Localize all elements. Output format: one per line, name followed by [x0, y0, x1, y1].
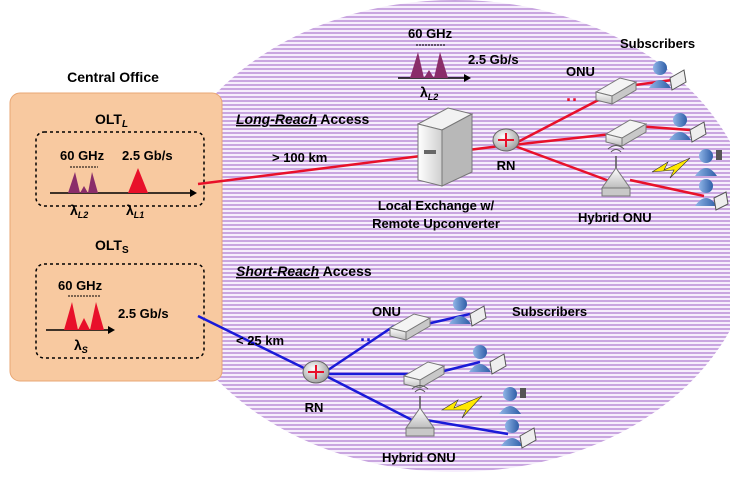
olt-long-lambda-l2: λL2: [70, 202, 88, 220]
lr-sub-3: [629, 178, 705, 198]
olt-long-rate: 2.5 Gb/s: [122, 148, 173, 163]
lr-onu-1-icon: [594, 77, 638, 105]
lr-spectrum-rate: 2.5 Gb/s: [468, 52, 519, 67]
lr-branch-onu2: [511, 132, 613, 147]
olt-short-box: [35, 263, 205, 359]
central-office-title: Central Office: [67, 69, 159, 85]
olt-short-peaks: [64, 302, 104, 330]
local-exchange-server-icon: [416, 107, 474, 187]
central-office-box: [9, 92, 223, 382]
olt-long-box: [35, 131, 205, 207]
short-reach-title: Short-Reach Access: [236, 263, 372, 279]
sr-hybrid-onu-icon: [405, 385, 435, 437]
lr-wireless-bolt-icon: [651, 157, 691, 179]
lr-subscriber-2-icon: [669, 113, 707, 143]
exchange-label-line1: Local Exchange w/: [378, 198, 495, 213]
olt-long-axis-arrow-icon: [190, 189, 197, 197]
lr-spectrum-peaks: [410, 52, 448, 78]
lr-spectrum-axis-arrow-icon: [464, 74, 471, 82]
rn-long-router-icon: [492, 128, 520, 152]
lr-hybrid-onu-icon: [601, 145, 631, 197]
olt-long-lambda-l1: λL1: [126, 202, 144, 220]
olt-long-peak-l2: [68, 172, 98, 193]
olt-short-axis-arrow-icon: [108, 326, 115, 334]
rn-short-router-icon: [302, 360, 330, 384]
olt-short-lambda: λS: [74, 337, 88, 355]
lr-subscriber-1-icon: [649, 61, 687, 91]
lr-onu-2-icon: [604, 119, 648, 147]
sr-subscribers-label: Subscribers: [512, 304, 587, 319]
olt-short-label: OLTS: [95, 237, 129, 256]
exchange-label-line2: Remote Upconverter: [372, 216, 500, 231]
sr-wireless-bolt-icon: [440, 395, 483, 419]
long-reach-title: Long-Reach Access: [236, 111, 370, 127]
short-reach-distance: < 25 km: [236, 333, 284, 348]
rn-long-label: RN: [497, 158, 516, 173]
sr-onu-dots: ··: [360, 330, 372, 350]
coverage-ellipse: [155, 0, 730, 472]
sr-onu-1-icon: [388, 313, 432, 341]
lr-onu-dots: ··: [566, 90, 578, 110]
sr-sub-3: [425, 418, 509, 436]
lr-subscribers-label: Subscribers: [620, 36, 695, 51]
lr-onu-label: ONU: [566, 64, 595, 79]
olt-long-peak-l1: [128, 168, 148, 193]
olt-short-rate: 2.5 Gb/s: [118, 306, 169, 321]
sr-subscriber-2-icon: [469, 345, 507, 375]
olt-short-freq: 60 GHz: [58, 278, 103, 293]
sr-subscriber-3-icon: [499, 387, 526, 414]
olt-long-freq: 60 GHz: [60, 148, 105, 163]
olt-long-label: OLTL: [95, 111, 128, 130]
lr-spectrum-freq: 60 GHz: [408, 26, 453, 41]
sr-hybrid-onu-label: Hybrid ONU: [382, 450, 456, 465]
sr-subscriber-1-icon: [449, 297, 487, 327]
lr-branch-onu1: [511, 93, 609, 147]
lr-subscriber-3-icon: [695, 149, 722, 176]
lr-spectrum-lambda: λL2: [420, 84, 438, 102]
long-reach-distance: > 100 km: [272, 150, 327, 165]
lr-hybrid-onu-label: Hybrid ONU: [578, 210, 652, 225]
sr-subscriber-4-icon: [501, 419, 537, 449]
short-reach-trunk: [197, 314, 313, 374]
sr-onu-label: ONU: [372, 304, 401, 319]
rn-short-label: RN: [305, 400, 324, 415]
lr-subscriber-4-icon: [695, 179, 729, 211]
sr-branch-hybrid: [321, 372, 413, 422]
lr-branch-hybrid: [511, 143, 613, 184]
sr-branch-onu1: [321, 324, 395, 376]
